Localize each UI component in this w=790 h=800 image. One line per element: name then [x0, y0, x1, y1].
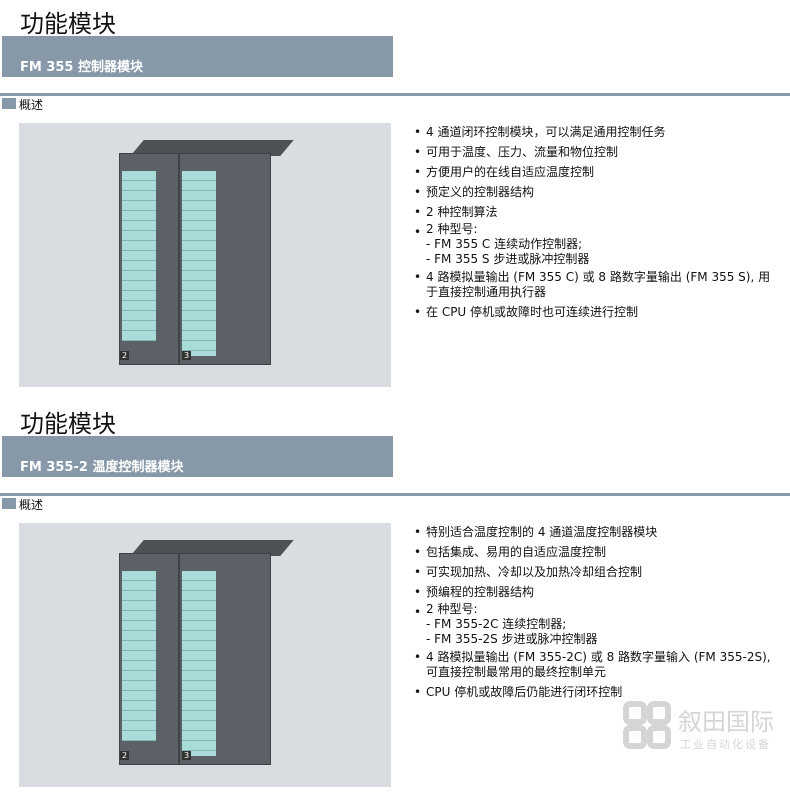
type-item: - FM 355 C 连续动作控制器;: [426, 237, 583, 251]
feature-item: 4 通道闭环控制模块，可以满足通用控制任务: [412, 122, 782, 142]
type-item: - FM 355-2S 步进或脉冲控制器: [426, 632, 598, 646]
feature-item-types: 2 种型号:- FM 355-2C 连续控制器;- FM 355-2S 步进或脉…: [412, 602, 782, 647]
section-title: 功能模块: [20, 10, 116, 38]
feature-item: 在 CPU 停机或故障时也可连续进行控制: [412, 302, 782, 322]
feature-list: 4 通道闭环控制模块，可以满足通用控制任务可用于温度、压力、流量和物位控制方便用…: [412, 122, 782, 322]
module-number: 3: [182, 351, 192, 360]
feature-item: 4 路模拟量输出 (FM 355 C) 或 8 路数字量输出 (FM 355 S…: [412, 267, 782, 302]
feature-item-types: 2 种型号:- FM 355 C 连续动作控制器;- FM 355 S 步进或脉…: [412, 222, 782, 267]
feature-item: 4 路模拟量输出 (FM 355-2C) 或 8 路数字量输入 (FM 355-…: [412, 647, 782, 682]
overview-marker: [2, 498, 16, 509]
divider: [0, 493, 790, 496]
types-label: 2 种型号:: [426, 222, 478, 236]
feature-item: CPU 停机或故障后仍能进行闭环控制: [412, 682, 782, 702]
watermark-logo: 叙田国际 工业自动化设备: [622, 700, 774, 754]
product-section: 功能模块 FM 355-2 温度控制器模块 概述 2 3 特别适合温度控制的 4…: [0, 400, 790, 800]
module-number: 2: [120, 751, 130, 760]
overview-label: 概述: [19, 98, 44, 112]
feature-item: 可实现加热、冷却以及加热冷却组合控制: [412, 562, 782, 582]
feature-item: 预编程的控制器结构: [412, 582, 782, 602]
product-header-bar: FM 355-2 温度控制器模块: [2, 436, 393, 477]
feature-item: 可用于温度、压力、流量和物位控制: [412, 142, 782, 162]
overview-marker: [2, 98, 16, 109]
section-title: 功能模块: [20, 410, 116, 438]
module-number: 3: [182, 751, 192, 760]
feature-item: 包括集成、易用的自适应温度控制: [412, 542, 782, 562]
feature-item: 预定义的控制器结构: [412, 182, 782, 202]
product-section: 功能模块 FM 355 控制器模块 概述 2 3 4 通道闭环控制模块，可以满足…: [0, 0, 790, 400]
product-image: 2 3: [19, 123, 391, 387]
feature-item: 特别适合温度控制的 4 通道温度控制器模块: [412, 522, 782, 542]
types-label: 2 种型号:: [426, 602, 478, 616]
watermark-tagline: 工业自动化设备: [680, 738, 771, 751]
overview-label: 概述: [19, 498, 44, 512]
feature-item: 方便用户的在线自适应温度控制: [412, 162, 782, 182]
feature-item: 2 种控制算法: [412, 202, 782, 222]
type-item: - FM 355-2C 连续控制器;: [426, 617, 567, 631]
product-header-bar: FM 355 控制器模块: [2, 36, 393, 77]
feature-list: 特别适合温度控制的 4 通道温度控制器模块包括集成、易用的自适应温度控制可实现加…: [412, 522, 782, 702]
divider: [0, 93, 790, 96]
product-name: FM 355 控制器模块: [20, 60, 144, 75]
product-name: FM 355-2 温度控制器模块: [20, 460, 184, 475]
module-number: 2: [120, 351, 130, 360]
type-item: - FM 355 S 步进或脉冲控制器: [426, 252, 590, 266]
watermark-name: 叙田国际: [678, 708, 774, 736]
product-image: 2 3: [19, 523, 391, 787]
logo-icon: [623, 701, 671, 749]
